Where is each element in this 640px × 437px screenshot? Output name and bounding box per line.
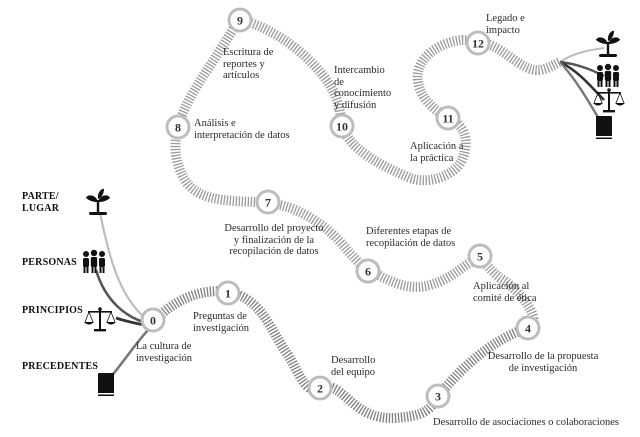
stage-node-5: 5 <box>467 243 493 269</box>
stage-node-9: 9 <box>227 7 253 33</box>
legend-principles: PRINCIPIOS <box>22 305 83 316</box>
scales-icon <box>83 306 117 332</box>
stage-label-6: Diferentes etapas de recopilación de dat… <box>366 226 456 249</box>
stage-label-0: La cultura de investigación <box>136 341 192 364</box>
svg-text:8: 8 <box>175 121 181 135</box>
svg-text:4: 4 <box>525 322 531 336</box>
stage-node-12: 12 <box>465 30 491 56</box>
svg-text:9: 9 <box>237 14 243 28</box>
stage-node-1: 1 <box>215 280 241 306</box>
stage-label-12: Legado e impacto <box>486 13 525 36</box>
svg-text:7: 7 <box>265 196 271 210</box>
svg-text:0: 0 <box>150 314 156 328</box>
stage-nodes: 0 1 2 3 4 5 6 7 8 9 10 11 12 <box>140 7 541 409</box>
stage-node-4: 4 <box>515 315 541 341</box>
svg-text:10: 10 <box>336 120 348 134</box>
svg-text:12: 12 <box>472 37 484 51</box>
legend-place: PARTE/ LUGAR <box>22 191 60 214</box>
svg-text:2: 2 <box>317 382 323 396</box>
svg-text:11: 11 <box>442 112 453 126</box>
legacy-connectors <box>559 47 605 125</box>
stage-label-3: Desarrollo de asociaciones o colaboracio… <box>433 417 620 428</box>
legacy-book-icon <box>596 116 612 139</box>
book-icon <box>98 373 114 396</box>
stage-node-7: 7 <box>255 189 281 215</box>
svg-text:5: 5 <box>477 250 483 264</box>
stage-node-11: 11 <box>435 105 461 131</box>
stage-node-8: 8 <box>165 114 191 140</box>
legend-people: PERSONAS <box>22 257 77 268</box>
legacy-people-icon <box>597 63 619 87</box>
stage-label-4: Desarrollo de la propuesta de investigac… <box>487 351 599 374</box>
stage-label-11: Aplicación a la práctica <box>410 141 464 164</box>
sprout-icon <box>86 188 110 215</box>
stage-label-1: Preguntas de investigación <box>193 311 249 334</box>
stage-node-10: 10 <box>329 113 355 139</box>
svg-text:1: 1 <box>225 287 231 301</box>
legacy-sprout-icon <box>596 30 620 57</box>
stage-label-5: Aplicación al comité de ética <box>473 281 537 304</box>
stage-label-9: Escritura de reportes y artículos <box>223 47 274 81</box>
stage-label-10: Intercambio de conocimiento y difusión <box>334 65 392 111</box>
stage-node-6: 6 <box>355 258 381 284</box>
stage-label-7: Desarrollo del proyecto y finalización d… <box>224 223 324 257</box>
stage-label-2: Desarrollo del equipo <box>331 355 376 378</box>
stage-node-2: 2 <box>307 375 333 401</box>
svg-text:3: 3 <box>435 390 441 404</box>
people-icon <box>83 249 105 273</box>
stage-label-8: Análisis e interpretación de datos <box>194 118 290 141</box>
stage-node-0: 0 <box>140 307 166 333</box>
legend-precedents: PRECEDENTES <box>22 361 99 372</box>
svg-text:6: 6 <box>365 265 371 279</box>
stage-node-3: 3 <box>425 383 451 409</box>
